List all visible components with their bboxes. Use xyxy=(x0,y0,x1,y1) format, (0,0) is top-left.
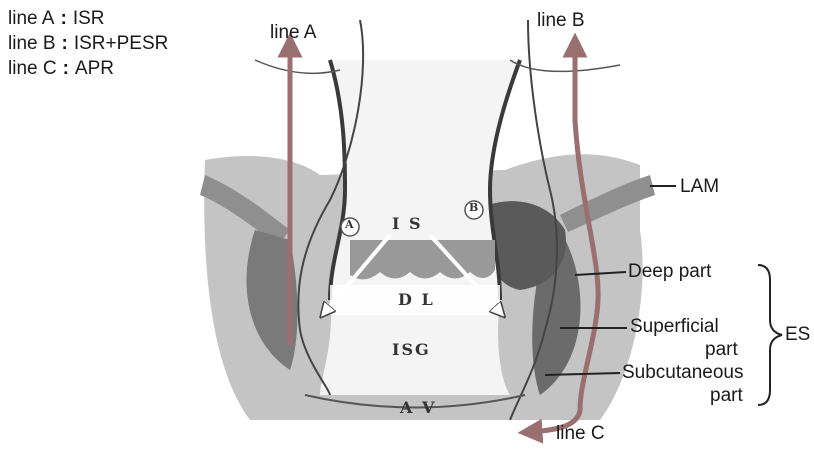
av-label: A V xyxy=(400,398,436,417)
peritoneal-arc-left xyxy=(255,60,340,73)
legend-proc-c: APR xyxy=(75,58,114,79)
subcutaneous-part-label: part xyxy=(710,385,743,407)
marker-b-label: B xyxy=(469,201,478,214)
es-label: ES xyxy=(785,324,810,346)
superficial-label: Superficial xyxy=(630,316,719,338)
es-brace xyxy=(758,265,782,405)
legend-row-a: line A:ISR xyxy=(8,6,168,31)
line-a-label: line A xyxy=(270,22,316,44)
legend-row-b: line B:ISR+PESR xyxy=(8,31,168,56)
deep-part-label: Deep part xyxy=(628,261,711,283)
line-b-label: line B xyxy=(537,10,585,32)
legend-proc-a: ISR xyxy=(73,8,105,29)
marker-a-label: A xyxy=(345,218,354,231)
legend-row-c: line C:APR xyxy=(8,56,168,81)
legend-line-c: line C xyxy=(8,58,57,79)
line-c-label: line C xyxy=(556,423,605,445)
dl-label: D L xyxy=(398,290,435,309)
superficial-part-label: part xyxy=(705,339,738,361)
legend-line-a: line A xyxy=(8,8,54,29)
peritoneal-arc-right xyxy=(510,60,620,71)
isg-label: ISG xyxy=(392,340,431,359)
legend-proc-b: ISR+PESR xyxy=(74,33,169,54)
legend-line-b: line B xyxy=(8,33,56,54)
lam-label: LAM xyxy=(680,176,719,198)
procedure-legend: line A:ISR line B:ISR+PESR line C:APR xyxy=(8,6,168,81)
is-label: I S xyxy=(392,214,423,233)
subcutaneous-label: Subcutaneous xyxy=(622,362,744,384)
